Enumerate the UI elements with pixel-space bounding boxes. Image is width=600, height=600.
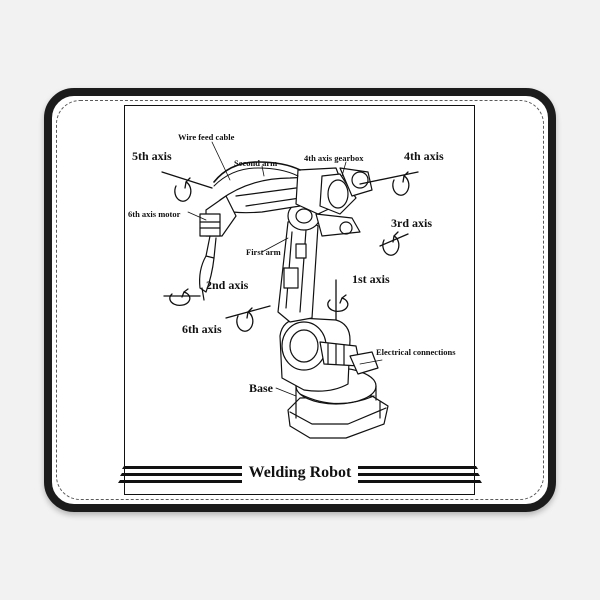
label-6th-axis-motor: 6th axis motor: [128, 209, 181, 219]
label-3rd-axis: 3rd axis: [391, 216, 433, 230]
mouse-pad: [44, 88, 556, 512]
label-6th-axis: 6th axis: [182, 322, 222, 336]
label-base: Base: [249, 381, 273, 395]
label-2nd-axis: 2nd axis: [206, 278, 249, 292]
leader-lines: [187, 141, 383, 397]
label-1st-axis: 1st axis: [352, 272, 390, 286]
pad-stitched-edge: [56, 100, 544, 500]
poster-title: Welding Robot: [248, 464, 352, 481]
label-4th-axis: 4th axis: [404, 149, 444, 163]
label-electrical-connections: Electrical connections: [376, 347, 456, 357]
label-second-arm: Second arm: [234, 158, 278, 168]
label-5th-axis: 5th axis: [132, 149, 172, 163]
label-4th-axis-gearbox: 4th axis gearbox: [304, 153, 364, 163]
label-wire-feed-cable: Wire feed cable: [178, 132, 235, 142]
poster-frame: [124, 105, 475, 495]
robot-first-arm: [277, 201, 321, 323]
label-first-arm: First arm: [246, 247, 281, 257]
rotation-arrows: [161, 171, 419, 332]
title-stripes: [118, 466, 482, 483]
robot-turret: [279, 317, 379, 392]
